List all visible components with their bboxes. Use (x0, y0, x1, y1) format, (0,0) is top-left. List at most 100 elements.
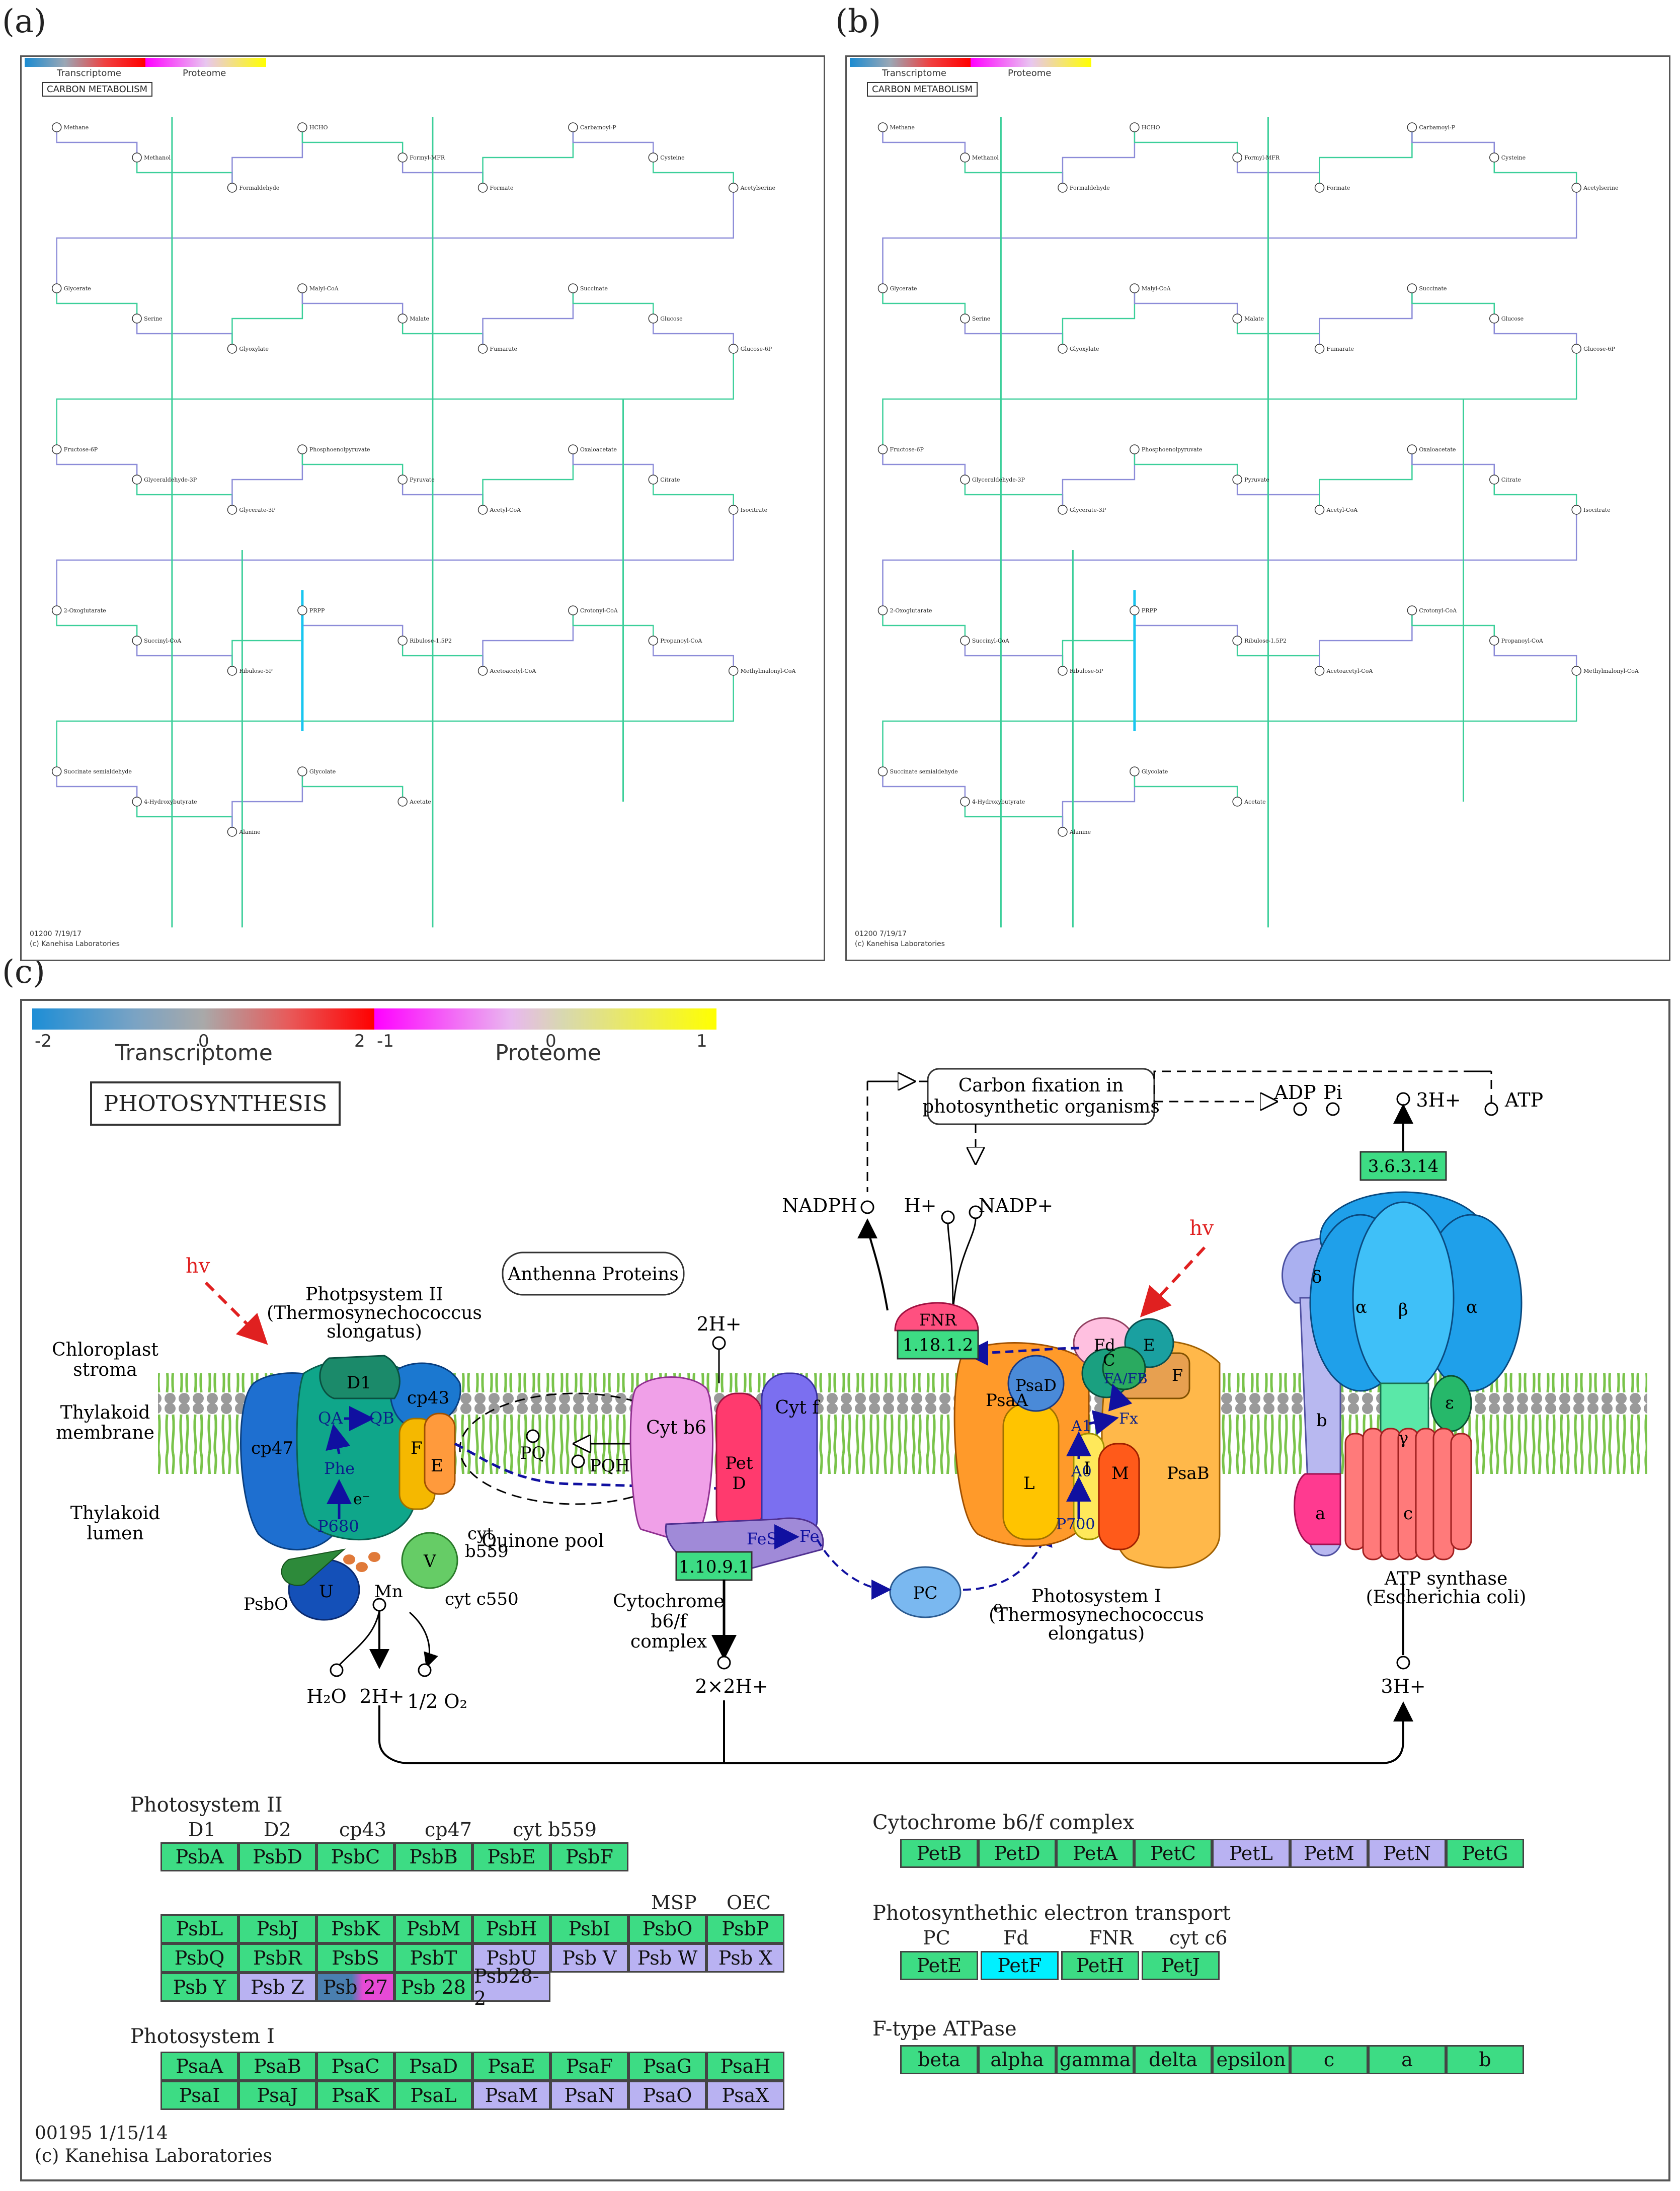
compound-node[interactable] (877, 283, 888, 293)
ps1-gene-psak[interactable]: PsaK (316, 2081, 394, 2110)
ps2-gene-psbd[interactable]: PsbD (238, 1842, 316, 1871)
ps1-gene-psam[interactable]: PsaM (472, 2081, 550, 2110)
compound-node[interactable] (960, 152, 970, 163)
ps2-gene-psbk[interactable]: PsbK (316, 1914, 394, 1943)
compound-node[interactable] (1232, 314, 1242, 324)
compound-node[interactable] (227, 183, 237, 193)
compound-node[interactable] (960, 636, 970, 646)
compound-node[interactable] (728, 183, 739, 193)
ps2-gene-psbt[interactable]: PsbT (394, 1943, 472, 1973)
compound-node[interactable] (1314, 666, 1325, 676)
compound-node[interactable] (227, 827, 237, 837)
ps2-gene-psbi[interactable]: PsbI (550, 1914, 628, 1943)
compound-node[interactable] (227, 505, 237, 515)
ps2-gene-psby[interactable]: Psb Y (161, 1973, 238, 2002)
compound-node[interactable] (568, 605, 578, 615)
ps2-gene-psbr[interactable]: PsbR (238, 1943, 316, 1973)
ps2-gene-psbu[interactable]: PsbU (472, 1943, 550, 1973)
compound-node[interactable] (1130, 122, 1140, 132)
compound-node[interactable] (1058, 666, 1068, 676)
compound-node[interactable] (960, 797, 970, 807)
ps2-gene-psbv[interactable]: Psb V (550, 1943, 628, 1973)
ps2-gene-psbf[interactable]: PsbF (550, 1842, 628, 1871)
ec-3-6-3-14[interactable] (1359, 1151, 1447, 1181)
compound-node[interactable] (227, 666, 237, 676)
ps2-gene-psbq[interactable]: PsbQ (161, 1943, 238, 1973)
compound-node[interactable] (51, 122, 62, 132)
ps2-gene-psb27[interactable]: Psb 27 (316, 1973, 394, 2002)
ps1-gene-psah[interactable]: PsaH (706, 2052, 784, 2081)
compound-node[interactable] (1314, 344, 1325, 354)
cyt-gene-petc[interactable]: PetC (1134, 1839, 1212, 1868)
compound-node[interactable] (568, 122, 578, 132)
ps2-gene-psbc[interactable]: PsbC (316, 1842, 394, 1871)
compound-node[interactable] (877, 122, 888, 132)
compound-node[interactable] (1232, 636, 1242, 646)
ps2-gene-psbl[interactable]: PsbL (161, 1914, 238, 1943)
ps1-gene-psaj[interactable]: PsaJ (238, 2081, 316, 2110)
ps1-gene-psae[interactable]: PsaE (472, 2052, 550, 2081)
compound-node[interactable] (1489, 475, 1499, 485)
atp-gene-gamma[interactable]: gamma (1056, 2045, 1134, 2074)
ps2-gene-psb28[interactable]: Psb 28 (394, 1973, 472, 2002)
compound-node[interactable] (51, 283, 62, 293)
compound-node[interactable] (477, 183, 488, 193)
ps2-gene-psbs[interactable]: PsbS (316, 1943, 394, 1973)
compound-node[interactable] (477, 505, 488, 515)
ps1-gene-psai[interactable]: PsaI (161, 2081, 238, 2110)
compound-node[interactable] (1058, 505, 1068, 515)
compound-node[interactable] (1130, 444, 1140, 454)
compound-node[interactable] (397, 314, 408, 324)
compound-node[interactable] (297, 766, 307, 776)
compound-node[interactable] (877, 605, 888, 615)
atp-gene-epsilon[interactable]: epsilon (1212, 2045, 1290, 2074)
compound-node[interactable] (1232, 797, 1242, 807)
compound-node[interactable] (728, 505, 739, 515)
compound-node[interactable] (1571, 505, 1581, 515)
compound-node[interactable] (1407, 444, 1417, 454)
compound-node[interactable] (1130, 766, 1140, 776)
compound-node[interactable] (648, 314, 659, 324)
ec-1-10-9-1[interactable] (675, 1551, 753, 1581)
cyt-gene-petl[interactable]: PetL (1212, 1839, 1290, 1868)
ps1-gene-psax[interactable]: PsaX (706, 2081, 784, 2110)
compound-node[interactable] (648, 475, 659, 485)
compound-node[interactable] (477, 344, 488, 354)
compound-node[interactable] (1058, 183, 1068, 193)
cyt-gene-peta[interactable]: PetA (1056, 1839, 1134, 1868)
compound-node[interactable] (1489, 152, 1499, 163)
compound-node[interactable] (728, 344, 739, 354)
compound-node[interactable] (1571, 183, 1581, 193)
compound-node[interactable] (1314, 505, 1325, 515)
compound-node[interactable] (132, 475, 142, 485)
ec-1-18-1-2[interactable] (897, 1329, 979, 1360)
compound-node[interactable] (648, 152, 659, 163)
ps2-gene-psbz[interactable]: Psb Z (238, 1973, 316, 2002)
compound-node[interactable] (728, 666, 739, 676)
compound-node[interactable] (397, 797, 408, 807)
cyt-gene-petg[interactable]: PetG (1446, 1839, 1524, 1868)
compound-node[interactable] (1130, 283, 1140, 293)
compound-node[interactable] (1489, 636, 1499, 646)
compound-node[interactable] (1571, 666, 1581, 676)
ps1-gene-psal[interactable]: PsaL (394, 2081, 472, 2110)
compound-node[interactable] (1058, 827, 1068, 837)
ps2-gene-psbh[interactable]: PsbH (472, 1914, 550, 1943)
compound-node[interactable] (1058, 344, 1068, 354)
ps1-gene-psaf[interactable]: PsaF (550, 2052, 628, 2081)
compound-node[interactable] (648, 636, 659, 646)
pet-gene-pete[interactable]: PetE (900, 1951, 978, 1980)
compound-node[interactable] (568, 444, 578, 454)
cyt-gene-petn[interactable]: PetN (1368, 1839, 1446, 1868)
compound-node[interactable] (477, 666, 488, 676)
compound-node[interactable] (1407, 605, 1417, 615)
ps2-gene-psbe[interactable]: PsbE (472, 1842, 550, 1871)
compound-node[interactable] (51, 605, 62, 615)
compound-node[interactable] (960, 475, 970, 485)
atp-gene-c[interactable]: c (1290, 2045, 1368, 2074)
compound-node[interactable] (132, 636, 142, 646)
compound-node[interactable] (132, 152, 142, 163)
compound-node[interactable] (132, 797, 142, 807)
ps2-gene-psbw[interactable]: Psb W (628, 1943, 706, 1973)
ps1-gene-psab[interactable]: PsaB (238, 2052, 316, 2081)
